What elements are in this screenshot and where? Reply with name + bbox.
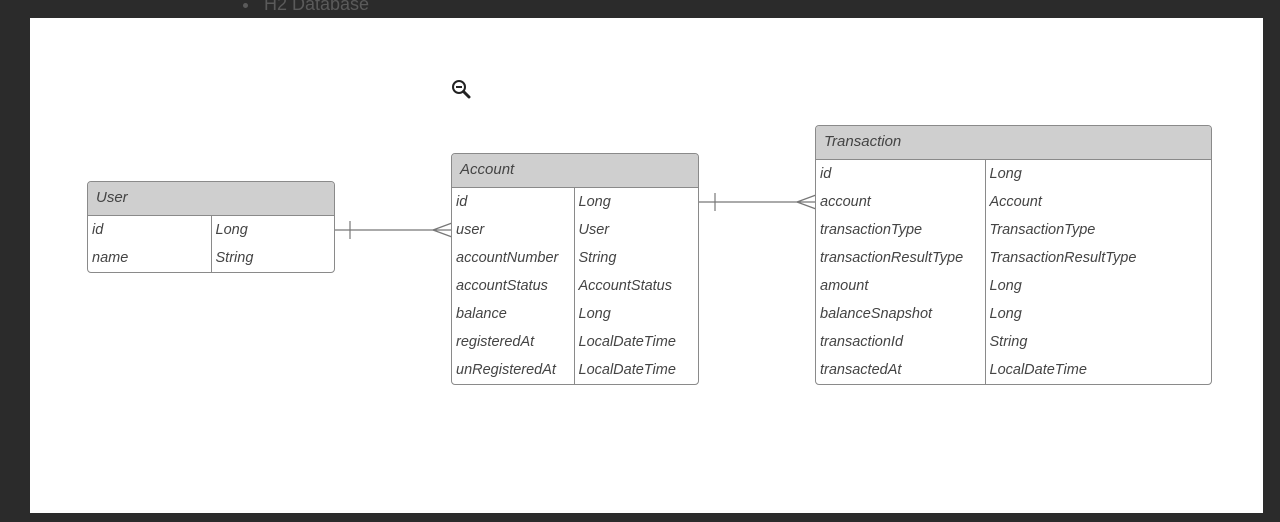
field-type: TransactionType	[989, 222, 1096, 238]
field-type: Long	[215, 222, 248, 238]
account-transaction-relationship	[697, 193, 817, 211]
field-name: user	[452, 216, 575, 244]
field-name: accountNumber	[452, 244, 575, 272]
field-name: name	[88, 244, 212, 272]
field-name: accountStatus	[452, 272, 575, 300]
field-type: Account	[989, 194, 1042, 210]
field-type: Long	[989, 306, 1022, 322]
field-type: AccountStatus	[578, 278, 673, 294]
field-type: Long	[989, 166, 1022, 182]
field-name: id	[88, 216, 212, 244]
bullet-dot-icon	[243, 2, 248, 8]
entity-transaction-title: Transaction	[816, 126, 1211, 160]
entity-user-title: User	[88, 182, 334, 216]
field-type: Long	[578, 194, 611, 210]
user-account-relationship	[334, 221, 453, 239]
background-bullet: H2 Database	[243, 0, 369, 15]
field-name: unRegisteredAt	[452, 356, 575, 384]
field-name: balance	[452, 300, 575, 328]
zoom-out-icon[interactable]	[451, 79, 471, 99]
field-type: LocalDateTime	[989, 362, 1087, 378]
field-type: LocalDateTime	[578, 362, 676, 378]
field-type: User	[578, 222, 610, 238]
field-type: LocalDateTime	[578, 334, 676, 350]
field-name: registeredAt	[452, 328, 575, 356]
field-name: id	[816, 160, 986, 188]
field-name: balanceSnapshot	[816, 300, 986, 328]
field-name: transactionType	[816, 216, 986, 244]
field-type: Long	[578, 306, 611, 322]
entity-account-title: Account	[452, 154, 698, 188]
field-type: Long	[989, 278, 1022, 294]
field-name: transactionResultType	[816, 244, 986, 272]
field-type: TransactionResultType	[989, 250, 1137, 266]
field-name: id	[452, 188, 575, 216]
field-type: String	[578, 250, 617, 266]
field-type: String	[989, 334, 1028, 350]
field-name: amount	[816, 272, 986, 300]
relationship-lines	[334, 193, 817, 239]
field-type: String	[215, 250, 254, 266]
field-name: transactedAt	[816, 356, 986, 384]
background-bullet-text: H2 Database	[264, 0, 370, 14]
field-name: account	[816, 188, 986, 216]
field-name: transactionId	[816, 328, 986, 356]
